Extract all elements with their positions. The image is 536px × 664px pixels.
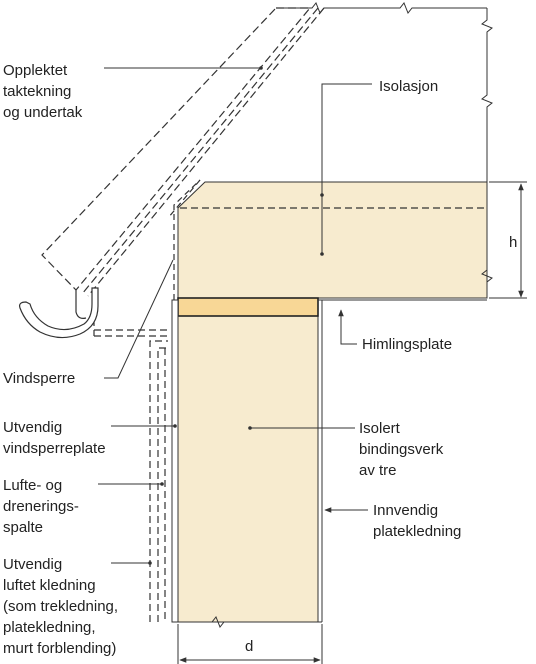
leader-wind-barrier [104, 259, 174, 379]
wall-insulation [177, 315, 319, 623]
label-insulation: Isolasjon [379, 78, 438, 95]
gutter [19, 287, 99, 339]
dot-roof [259, 66, 263, 70]
gutter-bracket [75, 290, 87, 319]
roof-underlay-dashed-2 [87, 7, 325, 297]
exterior-wind-board [171, 299, 179, 623]
dot-framing [248, 426, 252, 430]
dot-insulation-2 [320, 252, 324, 256]
top-plate [177, 297, 319, 317]
bottom-break-line [172, 616, 322, 628]
ceiling-insulation [177, 181, 488, 299]
cladding-outer-dashed [149, 340, 168, 622]
dot-cladding [148, 561, 152, 565]
wind-barrier-dashed [173, 179, 201, 300]
label-wind-barrier: Vindsperre [3, 370, 75, 387]
dim-d-label: d [245, 638, 253, 655]
leader-insulation [321, 83, 372, 254]
label-int-lining: Innvendig platekledning [373, 502, 461, 540]
dot-gap [160, 482, 164, 486]
leader-ceiling-board [338, 309, 357, 345]
label-gap: Lufte- og drenerings- spalte [3, 477, 83, 536]
label-ceiling-board: Himlingsplate [362, 336, 452, 353]
dim-h-label: h [509, 234, 517, 251]
label-framing: Isolert bindingsverk av tre [359, 420, 447, 479]
right-break-line [481, 8, 493, 298]
roof-underlay-dashed-3 [167, 179, 201, 219]
dot-ext-wind-board [173, 424, 177, 428]
roof-underlay-dashed-1 [81, 7, 319, 295]
label-ext-wind-board: Utvendig vindsperreplate [3, 419, 106, 457]
label-cladding: Utvendig luftet kledning (som treklednin… [3, 556, 122, 657]
top-break-line [276, 2, 487, 14]
label-roof: Opplektet taktekning og undertak [3, 62, 83, 121]
dot-insulation-1 [320, 193, 324, 197]
